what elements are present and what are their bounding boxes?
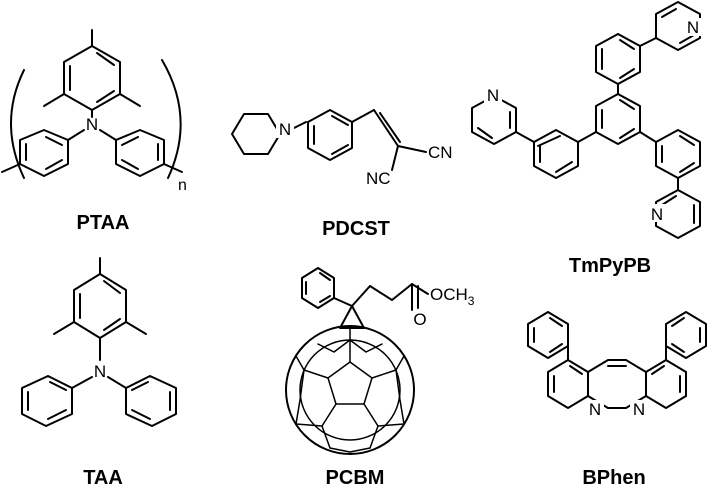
taa-nitrogen-label: N [94, 362, 106, 381]
ptaa-structure [1, 29, 183, 179]
tmpypb-name: TmPyPB [569, 255, 651, 277]
pcbm-name: PCBM [326, 467, 385, 487]
pdcst-name: PDCST [322, 218, 390, 240]
bphen-nitrogen-right: N [633, 400, 645, 419]
bphen-nitrogen-left: N [589, 400, 601, 419]
ptaa-name: PTAA [77, 212, 130, 234]
pcbm-methoxy: OCH3 [430, 285, 475, 308]
pcbm-ester-oxygen: O [430, 285, 443, 304]
pcbm-structure [285, 267, 429, 455]
bphen-name: BPhen [582, 467, 645, 487]
bphen-structure [527, 311, 707, 409]
pdcst-cyano-left: NC [366, 169, 391, 188]
taa-name: TAA [83, 467, 123, 487]
tmpypb-nitrogen-bottom: N [651, 205, 663, 224]
ptaa-nitrogen-label: N [86, 115, 98, 134]
pcbm-methyl: CH [443, 285, 468, 304]
pcbm-carbonyl-oxygen: O [413, 310, 426, 329]
tmpypb-nitrogen-left: N [487, 86, 499, 105]
taa-structure [21, 257, 177, 427]
pcbm-methyl-subscript: 3 [468, 294, 475, 308]
pdcst-nitrogen-label: N [279, 120, 291, 139]
ptaa-repeat-n: n [178, 177, 187, 194]
tmpypb-structure [471, 1, 701, 239]
pdcst-cyano-right: CN [428, 143, 453, 162]
tmpypb-nitrogen-top: N [687, 18, 699, 37]
pdcst-structure [231, 109, 427, 171]
